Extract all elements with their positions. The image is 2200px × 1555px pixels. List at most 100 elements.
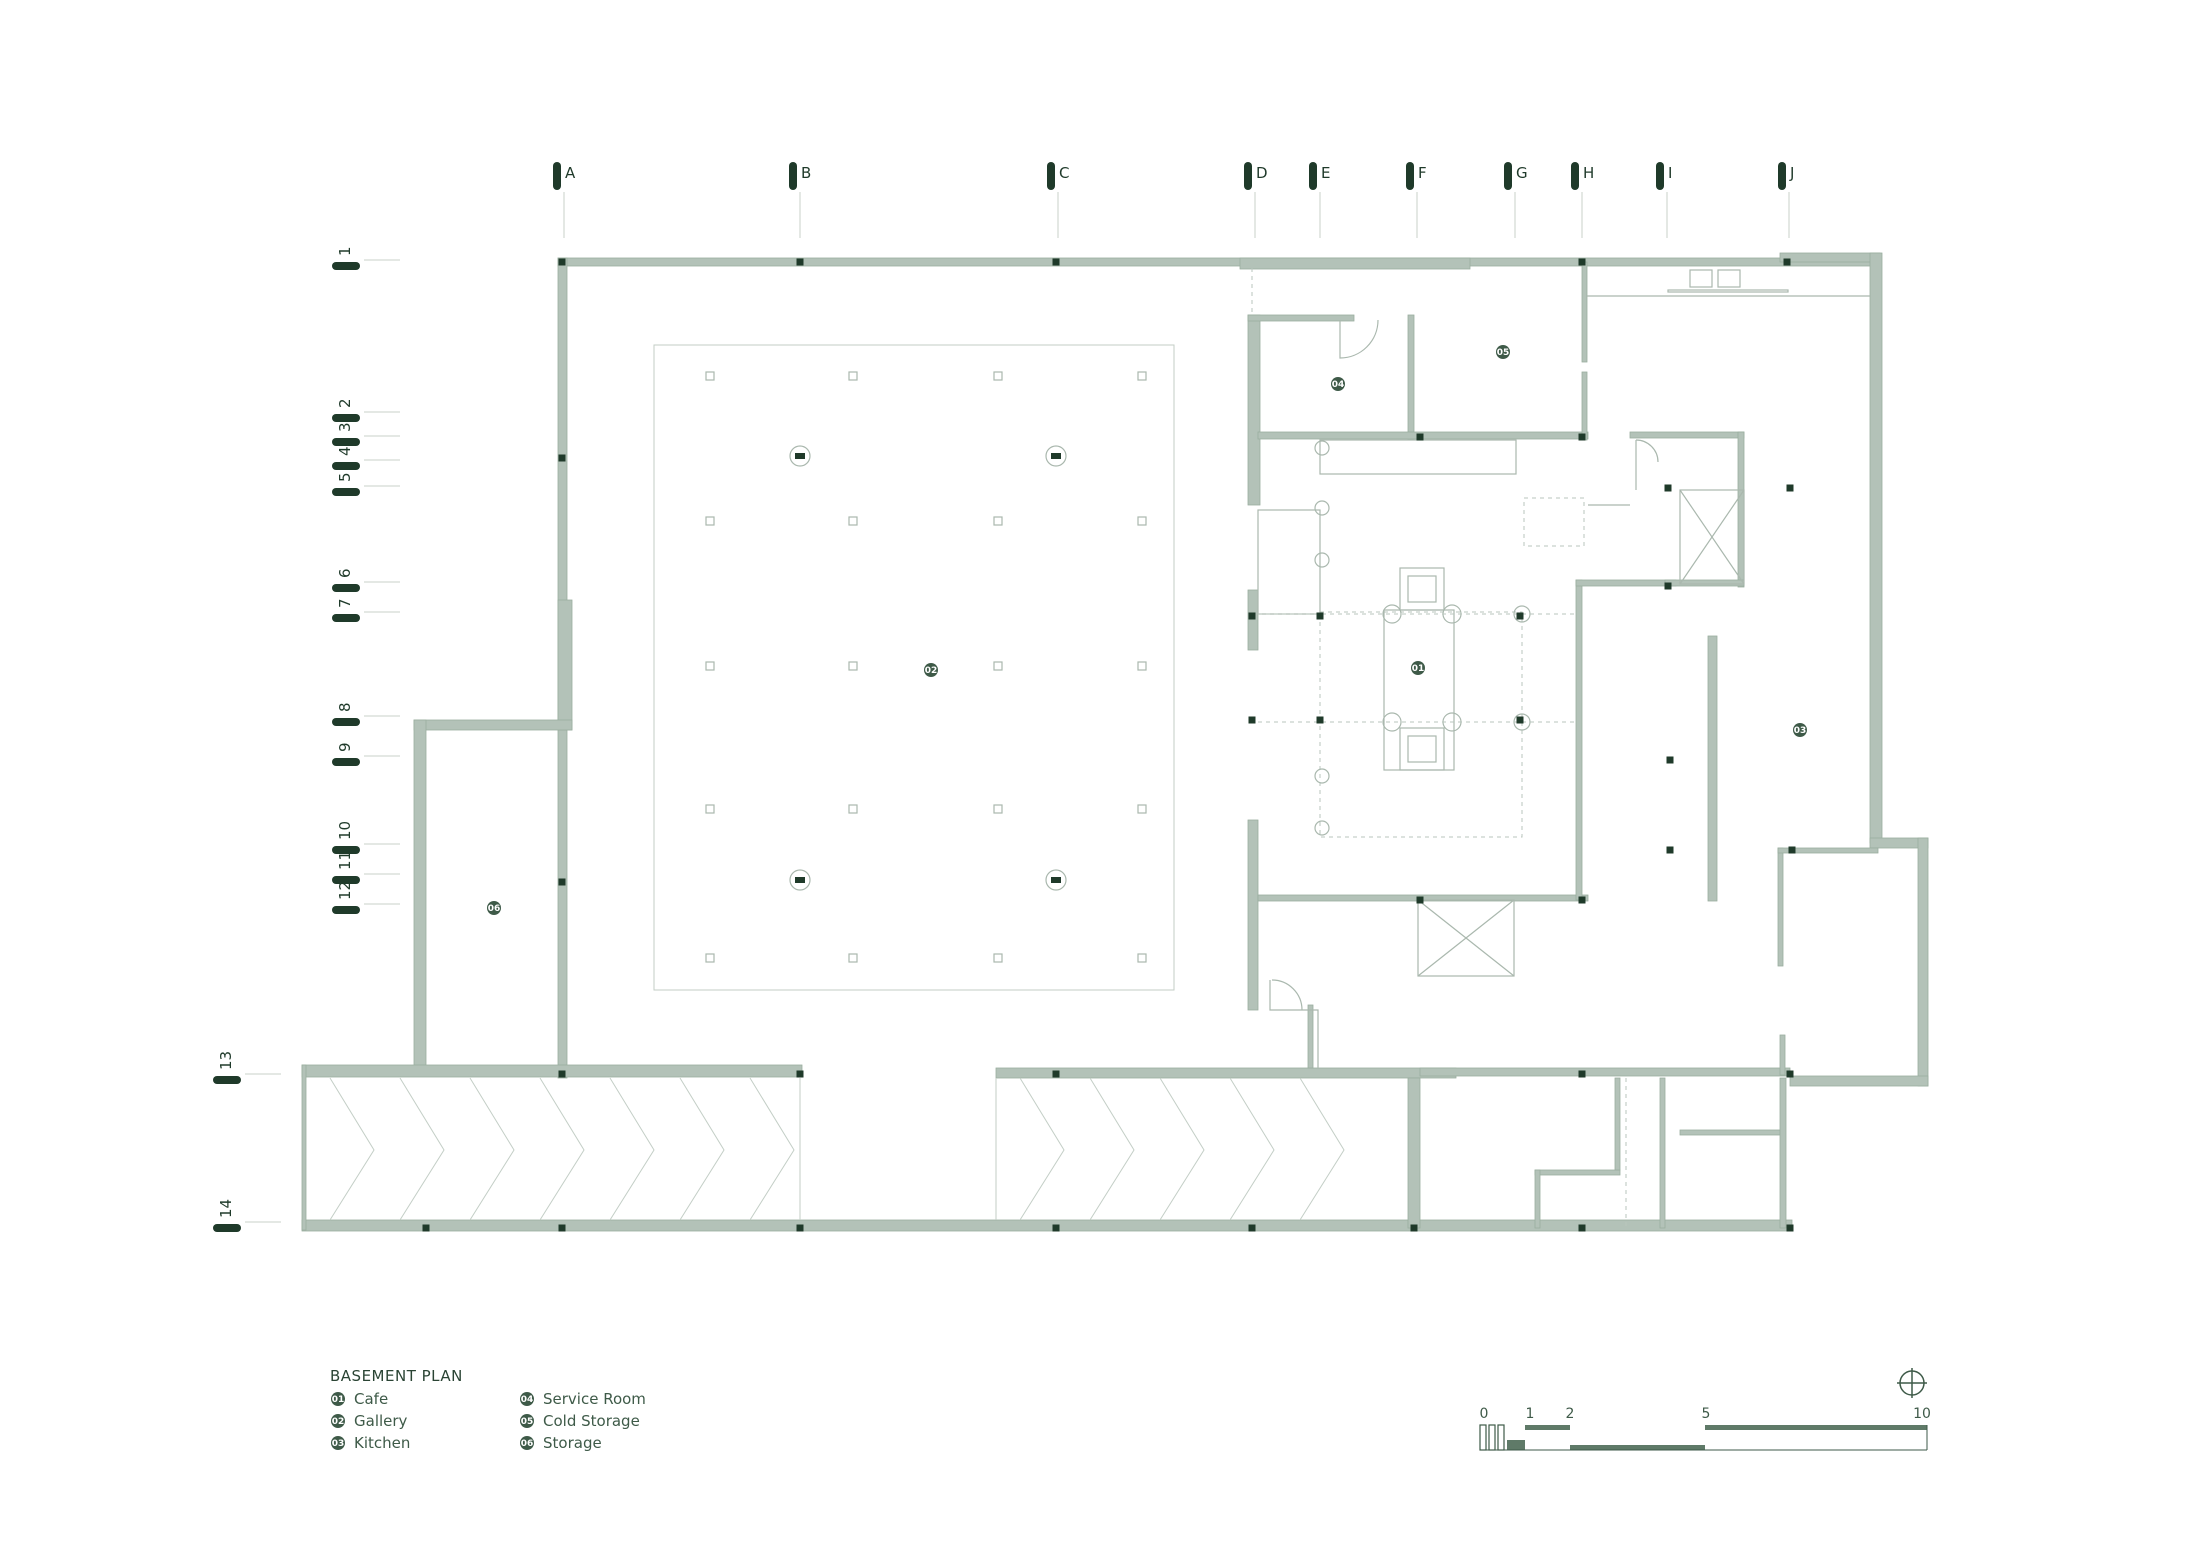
gallery-column-square: [993, 516, 1003, 526]
structural-column: [1248, 716, 1256, 724]
grid-row-label: 7: [336, 598, 354, 608]
legend-badge: [520, 1392, 534, 1406]
legend-label: Kitchen: [354, 1434, 410, 1452]
grid-row-label: 4: [336, 446, 354, 456]
room-tag-badge: [487, 901, 501, 915]
gallery-round-column-core: [795, 877, 805, 883]
grid-row-2: 2: [332, 398, 400, 422]
legend-number: 04: [521, 1395, 534, 1405]
grid-row-pill: [332, 262, 360, 270]
structural-column: [1664, 484, 1672, 492]
plan-title: BASEMENT PLAN: [330, 1367, 463, 1385]
grid-row-5: 5: [332, 472, 400, 496]
room-tag-badge: [1793, 723, 1807, 737]
legend-badge: [331, 1414, 345, 1428]
structural-column: [1052, 258, 1060, 266]
legend-badge: [520, 1436, 534, 1450]
gallery-column-square: [1137, 953, 1147, 963]
scale-label: 10: [1913, 1406, 1931, 1422]
gallery-column-square: [1137, 804, 1147, 814]
structural-column: [1666, 756, 1674, 764]
ramp-chevron: [399, 1077, 445, 1221]
grid-column-label: J: [1789, 164, 1794, 182]
grid-row-6: 6: [332, 568, 400, 592]
room-tag-02: 02: [924, 663, 938, 677]
structural-column: [558, 878, 566, 886]
grid-column-label: A: [565, 164, 576, 182]
gallery-column-square: [705, 371, 715, 381]
grid-row-3: 3: [332, 422, 400, 446]
grid-column-b: B: [789, 162, 811, 238]
structural-column: [1788, 846, 1796, 854]
gallery-column-square: [848, 371, 858, 381]
structural-column: [1248, 612, 1256, 620]
grid-column-pill: [1244, 162, 1252, 190]
grid-row-4: 4: [332, 446, 400, 470]
room-tag-badge: [1496, 345, 1510, 359]
room-tag-number: 02: [925, 666, 938, 676]
gallery-round-column: [1045, 869, 1067, 891]
grid-row-label: 12: [336, 881, 354, 900]
interior-lines: [1251, 268, 1870, 1228]
room-tag-05: 05: [1496, 345, 1510, 359]
room-tag-01: 01: [1411, 661, 1425, 675]
room-tag-number: 04: [1332, 380, 1345, 390]
ramp-chevron: [609, 1077, 655, 1221]
room-tag-badge: [924, 663, 938, 677]
structural-column: [1578, 896, 1586, 904]
grid-column-label: C: [1059, 164, 1069, 182]
north-arrow-icon: [1897, 1368, 1927, 1398]
scale-label: 5: [1702, 1406, 1711, 1422]
structural-column: [1248, 1224, 1256, 1232]
scale-label: 0: [1480, 1406, 1489, 1422]
structural-column: [1316, 612, 1324, 620]
grid-column-c: C: [1047, 162, 1069, 238]
grid-row-label: 14: [217, 1199, 235, 1218]
grid-row-label: 13: [217, 1051, 235, 1070]
grid-row-pill: [332, 462, 360, 470]
grid-row-label: 11: [336, 851, 354, 870]
grid-row-label: 3: [336, 422, 354, 432]
grid-column-pill: [553, 162, 561, 190]
structural-column: [558, 1224, 566, 1232]
scale-label: 2: [1566, 1406, 1575, 1422]
grid-row-pill: [332, 614, 360, 622]
structural-column: [796, 1224, 804, 1232]
ramp-chevron: [1159, 1077, 1205, 1221]
ramp-chevron: [469, 1077, 515, 1221]
room-tag-number: 05: [1497, 348, 1510, 358]
ramp-chevron: [1229, 1077, 1275, 1221]
grid-row-7: 7: [332, 598, 400, 622]
grid-row-pill: [332, 876, 360, 884]
grid-column-pill: [1778, 162, 1786, 190]
gallery-column-square: [848, 953, 858, 963]
grid-column-label: F: [1418, 164, 1427, 182]
gallery-column-square: [993, 953, 1003, 963]
room-tag-number: 01: [1412, 664, 1425, 674]
ramp-chevron: [329, 1077, 375, 1221]
gallery-round-column: [789, 445, 811, 467]
stairs: [1257, 439, 1585, 615]
ramp-chevron: [539, 1077, 585, 1221]
structural-column: [1578, 433, 1586, 441]
structural-column: [558, 1070, 566, 1078]
ramp-chevron: [1019, 1077, 1065, 1221]
legend-badge: [331, 1436, 345, 1450]
structural-column: [1410, 1224, 1418, 1232]
grid-row-8: 8: [332, 702, 400, 726]
legend-badge: [331, 1392, 345, 1406]
grid-row-pill: [332, 488, 360, 496]
walls: [301, 252, 1929, 1232]
legend-label: Cold Storage: [543, 1412, 640, 1430]
grid-row-label: 5: [336, 472, 354, 482]
grid-row-pill: [332, 584, 360, 592]
grid-row-pill: [332, 906, 360, 914]
structural-column: [1578, 1070, 1586, 1078]
structural-column: [1578, 258, 1586, 266]
